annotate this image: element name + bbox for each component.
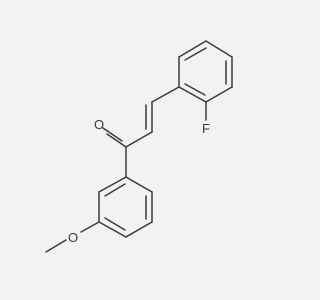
molecule-structure-diagram: O F O xyxy=(45,40,233,253)
methoxy-oxygen-to-methyl-bond xyxy=(45,239,67,253)
bond xyxy=(205,86,233,103)
bond xyxy=(125,221,153,238)
ring-to-alkene-bond xyxy=(151,86,180,103)
double-bond-inner xyxy=(104,183,126,197)
carbonyl-double-bond xyxy=(106,133,127,148)
methoxy-oxygen-label: O xyxy=(68,230,78,245)
alkene-to-carbonyl-bond xyxy=(125,131,153,148)
double-bond-inner xyxy=(104,217,126,231)
bond xyxy=(125,176,153,193)
ring-to-methoxy-oxygen-bond xyxy=(80,221,100,233)
carbonyl-oxygen-label: O xyxy=(94,117,104,132)
bond xyxy=(98,176,127,193)
methoxyphenyl-ring xyxy=(98,176,153,238)
carbonyl-double-bond-inner xyxy=(102,127,123,142)
fluorophenyl-ring xyxy=(178,40,233,103)
bond xyxy=(178,40,207,58)
bond xyxy=(178,86,207,103)
bond xyxy=(205,40,233,58)
bond xyxy=(98,221,127,238)
double-bond-inner xyxy=(184,83,206,96)
fluorine-label: F xyxy=(202,121,210,136)
double-bond-inner xyxy=(184,47,207,61)
